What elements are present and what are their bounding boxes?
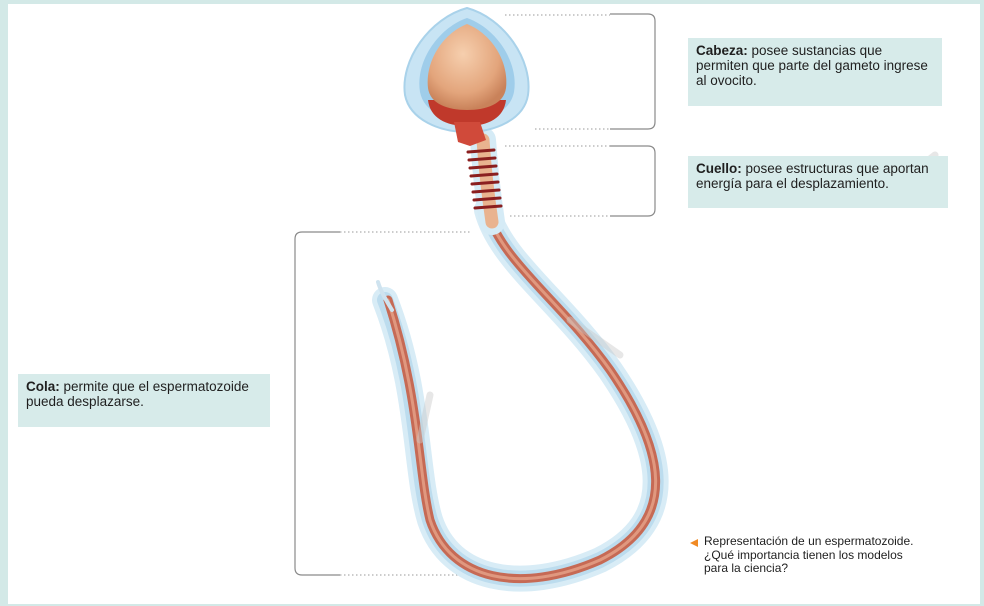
- tail-label-term: Cola:: [26, 379, 60, 394]
- caption-arrow-icon: [690, 539, 698, 547]
- tail-label: Cola: permite que el espermatozoide pued…: [18, 374, 270, 427]
- head-label: Cabeza: posee sustancias que permiten qu…: [688, 38, 942, 106]
- neck-label-term: Cuello:: [696, 161, 742, 176]
- tail-label-text: permite que el espermatozoide pueda desp…: [26, 379, 249, 409]
- figure-caption: Representación de un espermatozoide. ¿Qu…: [690, 535, 920, 576]
- neck-label: Cuello: posee estructuras que aportan en…: [688, 156, 948, 208]
- head-label-term: Cabeza:: [696, 43, 748, 58]
- tail-bracket: [295, 232, 340, 575]
- head-bracket: [610, 14, 655, 129]
- caption-text: Representación de un espermatozoide. ¿Qu…: [704, 534, 913, 575]
- neck-bracket: [610, 146, 655, 216]
